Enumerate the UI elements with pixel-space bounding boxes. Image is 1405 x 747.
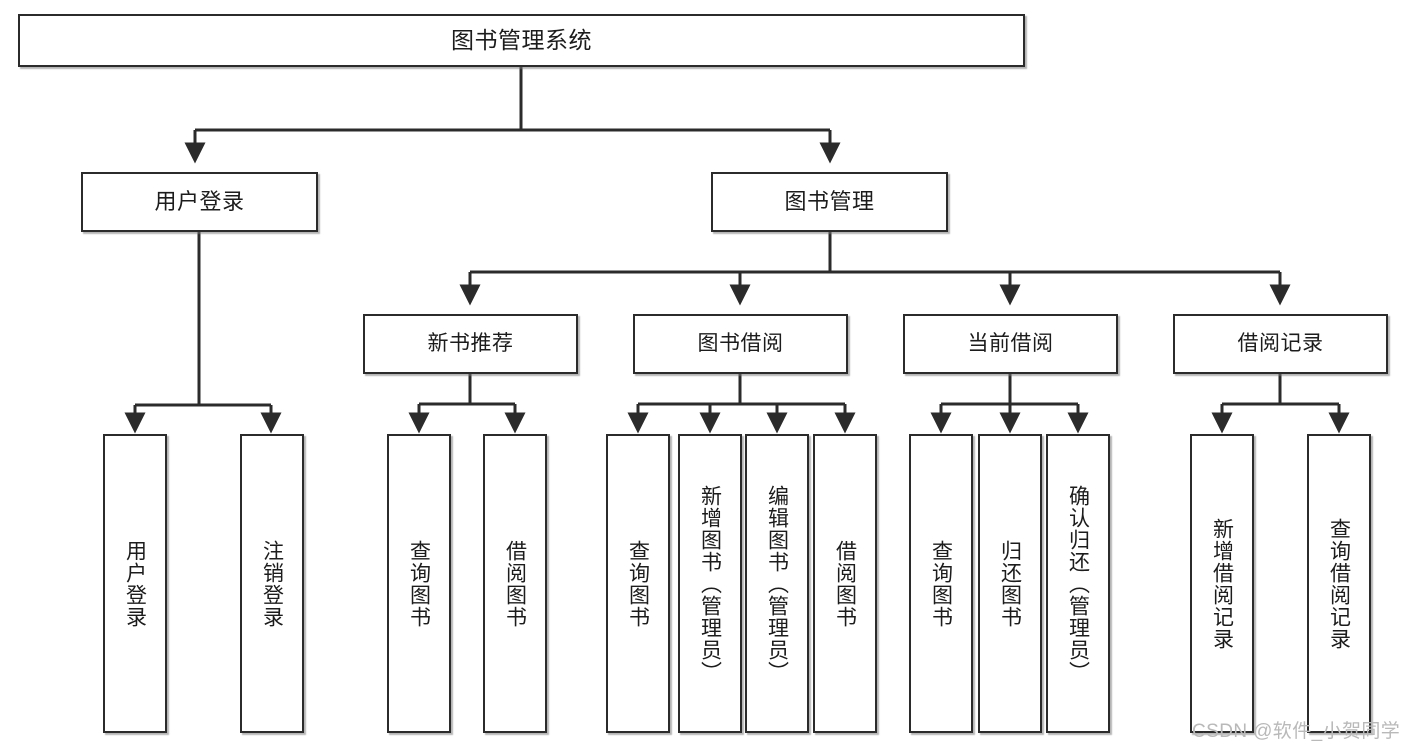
leaf-label: 借阅图书 bbox=[833, 539, 857, 628]
node-root-label: 图书管理系统 bbox=[451, 26, 592, 53]
leaf-label: 确认归还（管理员） bbox=[1066, 484, 1090, 683]
node-book-management-label: 图书管理 bbox=[784, 188, 875, 214]
leaf-user-login-logout[interactable]: 注销登录 bbox=[240, 434, 304, 733]
leaf-borrow-record-add[interactable]: 新增借阅记录 bbox=[1190, 434, 1254, 733]
leaf-book-borrow-edit[interactable]: 编辑图书（管理员） bbox=[745, 434, 809, 733]
leaf-label: 查询借阅记录 bbox=[1327, 517, 1351, 650]
leaf-label: 归还图书 bbox=[998, 539, 1022, 628]
watermark: CSDN @软件_小贺同学 bbox=[1192, 721, 1401, 742]
node-new-book-recommend[interactable]: 新书推荐 bbox=[363, 314, 578, 374]
leaf-label: 用户登录 bbox=[123, 539, 147, 628]
leaf-borrow-record-query[interactable]: 查询借阅记录 bbox=[1307, 434, 1371, 733]
leaf-current-borrow-confirm-return[interactable]: 确认归还（管理员） bbox=[1046, 434, 1110, 733]
leaf-current-borrow-return[interactable]: 归还图书 bbox=[978, 434, 1042, 733]
leaf-label: 编辑图书（管理员） bbox=[765, 484, 789, 683]
node-book-borrow[interactable]: 图书借阅 bbox=[633, 314, 848, 374]
leaf-book-borrow-add[interactable]: 新增图书（管理员） bbox=[678, 434, 742, 733]
leaf-label: 新增借阅记录 bbox=[1210, 517, 1234, 650]
node-user-login-label: 用户登录 bbox=[154, 188, 245, 214]
leaf-book-borrow-borrow[interactable]: 借阅图书 bbox=[813, 434, 877, 733]
node-current-borrow-label: 当前借阅 bbox=[967, 332, 1054, 356]
node-book-borrow-label: 图书借阅 bbox=[697, 332, 784, 356]
leaf-book-borrow-query[interactable]: 查询图书 bbox=[606, 434, 670, 733]
node-new-book-recommend-label: 新书推荐 bbox=[427, 332, 514, 356]
leaf-label: 借阅图书 bbox=[503, 539, 527, 628]
leaf-user-login-login[interactable]: 用户登录 bbox=[103, 434, 167, 733]
leaf-label: 新增图书（管理员） bbox=[698, 484, 722, 683]
node-borrow-record[interactable]: 借阅记录 bbox=[1173, 314, 1388, 374]
leaf-label: 查询图书 bbox=[407, 539, 431, 628]
node-root[interactable]: 图书管理系统 bbox=[18, 14, 1025, 67]
leaf-current-borrow-query[interactable]: 查询图书 bbox=[909, 434, 973, 733]
leaf-label: 查询图书 bbox=[929, 539, 953, 628]
node-borrow-record-label: 借阅记录 bbox=[1237, 332, 1324, 356]
node-book-management[interactable]: 图书管理 bbox=[711, 172, 948, 232]
leaf-label: 注销登录 bbox=[260, 539, 284, 628]
leaf-new-book-borrow[interactable]: 借阅图书 bbox=[483, 434, 547, 733]
leaf-label: 查询图书 bbox=[626, 539, 650, 628]
leaf-new-book-query[interactable]: 查询图书 bbox=[387, 434, 451, 733]
node-user-login[interactable]: 用户登录 bbox=[81, 172, 318, 232]
node-current-borrow[interactable]: 当前借阅 bbox=[903, 314, 1118, 374]
